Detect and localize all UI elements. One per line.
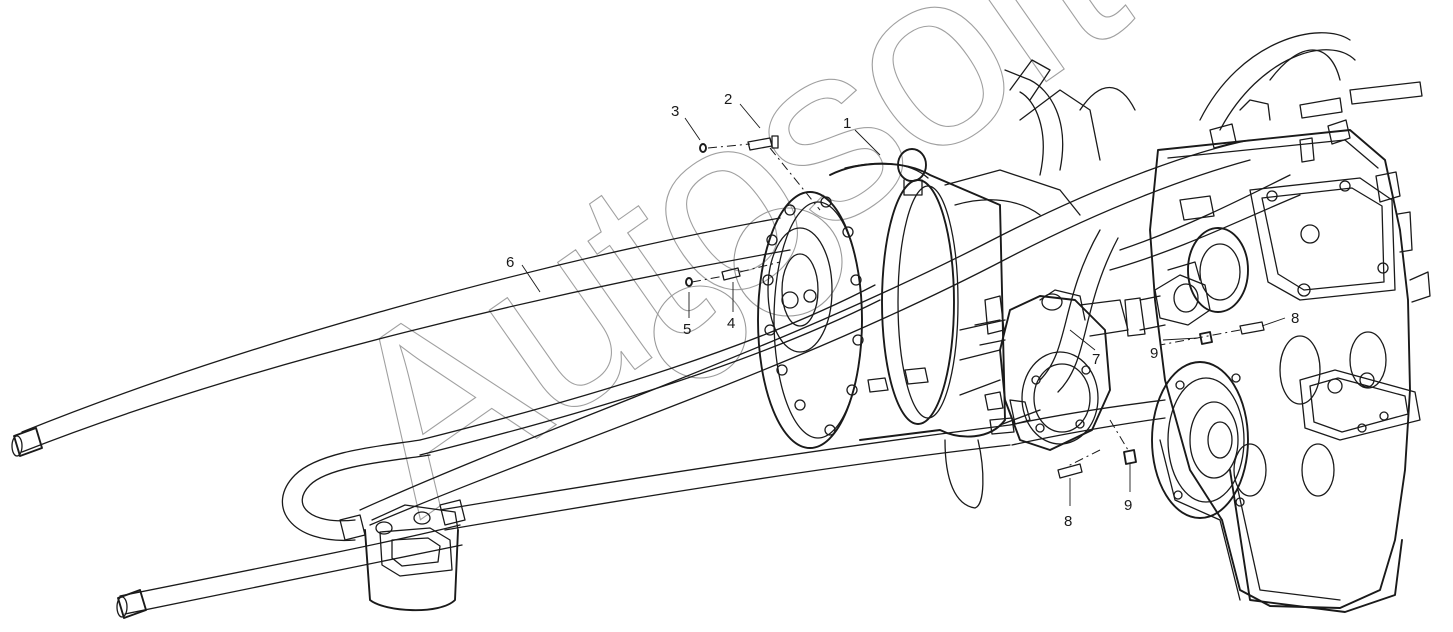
assembly-dash-lines — [691, 143, 1241, 467]
callout-2: 2 — [724, 91, 732, 108]
callout-8-lower: 8 — [1064, 513, 1072, 530]
callout-9-lower: 9 — [1124, 497, 1132, 514]
nut-part-9-upper — [1199, 331, 1213, 345]
watermark: Autosoft — [290, 0, 1167, 564]
watermark-text: Autosoft — [290, 0, 1166, 563]
bolt-part-8-lower — [1057, 463, 1083, 479]
callout-1: 1 — [843, 115, 851, 132]
nut-part-9-lower — [1123, 449, 1137, 465]
callout-8-upper: 8 — [1291, 310, 1299, 327]
oil-hoses — [11, 32, 1423, 619]
callout-4: 4 — [727, 315, 735, 332]
main-housing — [757, 148, 1081, 509]
callout-6: 6 — [506, 254, 514, 271]
leader-lines — [521, 103, 1286, 506]
callout-7: 7 — [1092, 351, 1100, 368]
oil-filter — [339, 499, 466, 612]
bolt-part-2 — [747, 135, 779, 151]
callout-3: 3 — [671, 103, 679, 120]
washer-part-3 — [699, 143, 707, 153]
gearbox-housing — [1124, 119, 1431, 613]
callout-labels: 1 2 3 4 5 6 7 8 9 8 9 — [506, 91, 1299, 530]
bolt-part-4 — [721, 267, 741, 281]
callout-9-upper: 9 — [1150, 345, 1158, 362]
callout-5: 5 — [683, 321, 691, 338]
